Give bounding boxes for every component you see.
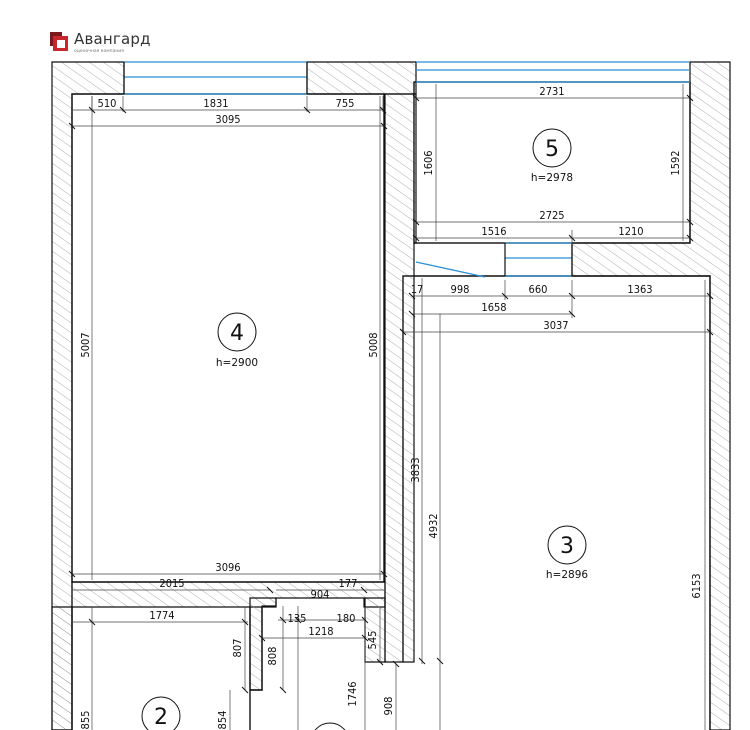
- dim-1210: 1210: [618, 225, 643, 238]
- dim-660: 660: [529, 283, 548, 296]
- company-logo: Авангард оценочная компания: [50, 30, 170, 58]
- dim-4932: 4932: [427, 513, 440, 538]
- dim-1774: 1774: [149, 609, 174, 622]
- room-number-3: 3: [560, 534, 574, 559]
- dimension-lines: [72, 84, 710, 730]
- dim-3095: 3095: [215, 113, 240, 126]
- logo-mark-icon: [50, 32, 68, 51]
- room-height-3: h=2896: [546, 569, 588, 581]
- dim-6153: 6153: [690, 573, 703, 598]
- dim-1658: 1658: [481, 301, 506, 314]
- dim-5008: 5008: [367, 332, 380, 357]
- dim-1606: 1606: [422, 150, 435, 175]
- dim-755: 755: [336, 97, 355, 110]
- dim-545: 545: [366, 631, 379, 650]
- room-height-5: h=2978: [531, 172, 573, 184]
- dim-854: 854: [216, 711, 229, 730]
- dim-1746: 1746: [346, 681, 359, 706]
- dim-1592: 1592: [669, 150, 682, 175]
- logo-name: Авангард: [74, 30, 151, 48]
- room-number-2: 2: [154, 705, 168, 730]
- dim-3833: 3833: [409, 457, 422, 482]
- dim-177: 177: [339, 577, 358, 590]
- room-labels: 4 h=2900 5 h=2978 3 h=2896 2: [141, 128, 588, 730]
- dim-998: 998: [451, 283, 470, 296]
- dim-855: 855: [79, 711, 92, 730]
- dim-17: 17: [411, 283, 424, 296]
- dimension-ticks: [68, 94, 714, 694]
- dim-1831: 1831: [203, 97, 228, 110]
- dim-908: 908: [382, 697, 395, 716]
- dim-807: 807: [231, 639, 244, 658]
- room-number-4: 4: [230, 321, 244, 346]
- dim-135: 135: [288, 612, 307, 625]
- opening-jambs: [123, 62, 573, 276]
- dim-180: 180: [337, 612, 356, 625]
- dim-2725: 2725: [539, 209, 564, 222]
- room-height-4: h=2900: [216, 357, 258, 369]
- dim-3037: 3037: [543, 319, 568, 332]
- dim-3096: 3096: [215, 561, 240, 574]
- dim-2731: 2731: [539, 85, 564, 98]
- dim-1218: 1218: [308, 625, 333, 638]
- dim-1363: 1363: [627, 283, 652, 296]
- dimension-texts: 510 1831 755 3095 3096 2015 904 177 2731…: [98, 85, 653, 638]
- dim-2015: 2015: [159, 577, 184, 590]
- windows: [124, 61, 690, 278]
- dim-1516: 1516: [481, 225, 506, 238]
- dimension-texts-vertical: 5007 5008 1606 1592 3833 4932 6153 807 8…: [79, 150, 703, 729]
- wall-hatching: [51, 61, 731, 730]
- dim-510: 510: [98, 97, 117, 110]
- logo-tagline: оценочная компания: [74, 49, 124, 54]
- room-number-5: 5: [545, 137, 559, 162]
- dim-904: 904: [311, 588, 330, 601]
- dim-5007: 5007: [79, 332, 92, 357]
- dim-808: 808: [266, 647, 279, 666]
